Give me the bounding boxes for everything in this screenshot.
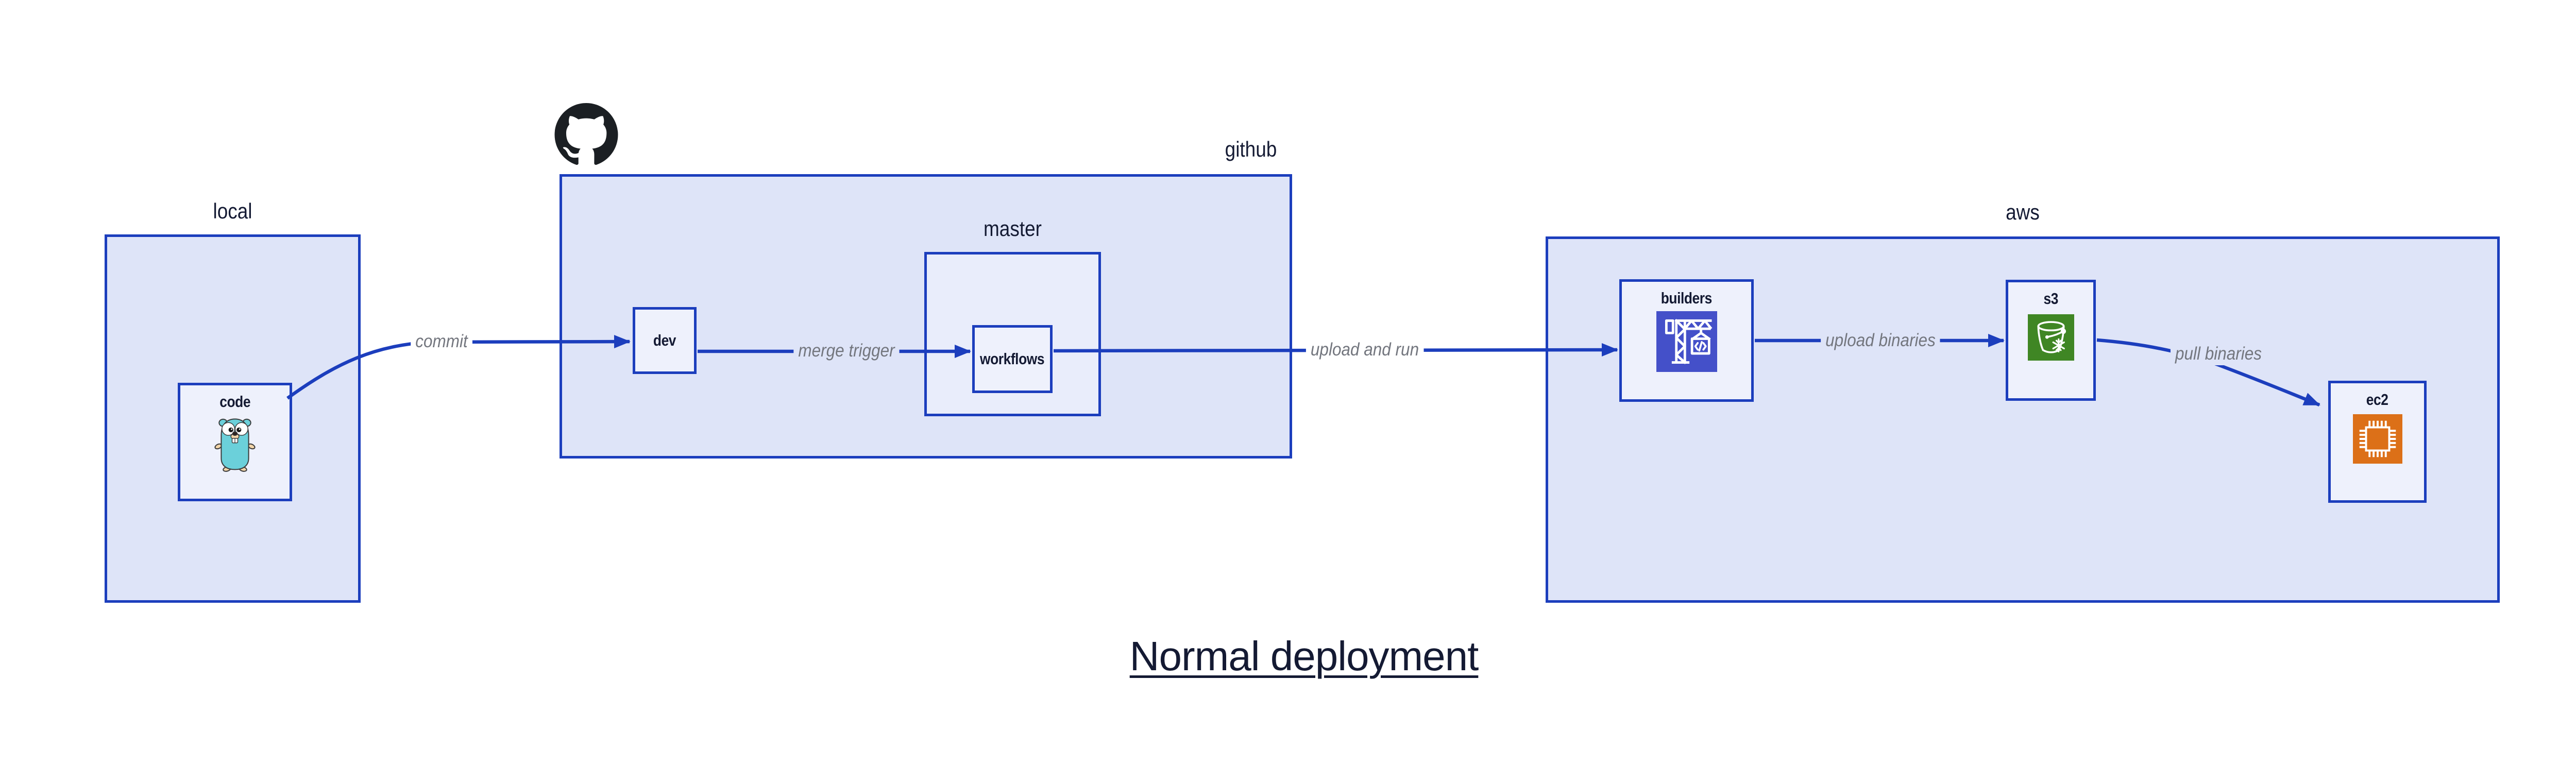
s3-node-label: s3 — [2043, 290, 2058, 308]
edge-label-upload-and-run: upload and run — [1306, 338, 1424, 361]
aws-group-label: aws — [2006, 200, 2040, 224]
builders-node: builders — [1619, 279, 1754, 402]
dev-node: dev — [633, 307, 697, 374]
s3-node: s3 — [2006, 280, 2096, 401]
codebuild-crane-icon — [1656, 311, 1717, 372]
edge-label-commit: commit — [411, 330, 472, 353]
github-group-label: github — [1225, 137, 1277, 161]
ec2-chip-icon — [2352, 414, 2402, 464]
go-gopher-icon — [214, 418, 256, 472]
dev-node-label: dev — [653, 331, 676, 349]
ec2-node: ec2 — [2328, 381, 2427, 503]
code-node: code — [178, 383, 292, 501]
master-group-label: master — [984, 216, 1042, 241]
edge-label-pull-binaries: pull binaries — [2170, 343, 2267, 365]
ec2-node-label: ec2 — [2366, 390, 2388, 409]
builders-node-label: builders — [1660, 289, 1713, 307]
local-group-label: local — [213, 199, 252, 223]
edge-label-merge-trigger: merge trigger — [793, 339, 900, 362]
edge-label-upload-binaries: upload binaries — [1821, 329, 1940, 352]
s3-glacier-bucket-icon — [2027, 314, 2074, 361]
github-logo-icon — [554, 103, 618, 165]
diagram-title: Normal deployment — [1129, 633, 1479, 679]
workflows-node: workflows — [972, 325, 1053, 393]
code-node-label: code — [219, 393, 250, 411]
workflows-node-label: workflows — [980, 350, 1045, 368]
